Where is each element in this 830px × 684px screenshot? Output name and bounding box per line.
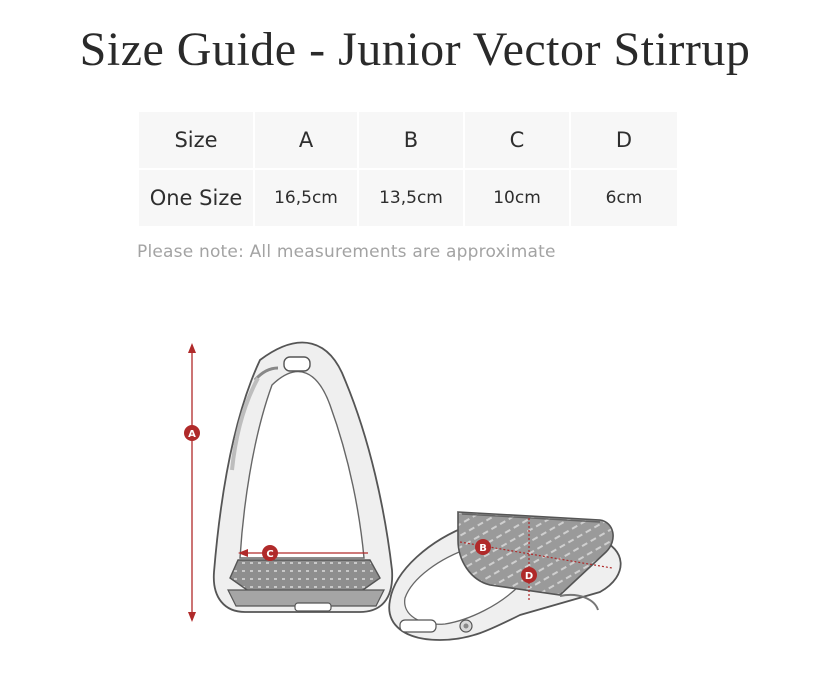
marker-b-label: B bbox=[479, 543, 487, 554]
measurement-c-line bbox=[238, 549, 368, 557]
table-cell: 6cm bbox=[571, 170, 677, 226]
marker-d-label: D bbox=[525, 571, 533, 582]
marker-c-label: C bbox=[266, 549, 273, 560]
marker-a-icon: A bbox=[184, 425, 200, 441]
stirrup-angled-illustration bbox=[388, 511, 622, 641]
table-header-row: Size A B C D bbox=[139, 112, 677, 168]
stirrup-front-illustration bbox=[212, 341, 393, 613]
table-header-cell: B bbox=[359, 112, 463, 168]
marker-a-label: A bbox=[188, 429, 196, 440]
page-title: Size Guide - Junior Vector Stirrup bbox=[79, 23, 751, 76]
table-header-cell: A bbox=[255, 112, 357, 168]
table-cell: 10cm bbox=[465, 170, 569, 226]
marker-d-icon: D bbox=[521, 567, 537, 583]
table-cell: 16,5cm bbox=[255, 170, 357, 226]
table-cell: One Size bbox=[139, 170, 253, 226]
measurement-note: Please note: All measurements are approx… bbox=[137, 242, 556, 262]
table-header-cell: C bbox=[465, 112, 569, 168]
table-row: One Size 16,5cm 13,5cm 10cm 6cm bbox=[139, 170, 677, 226]
marker-c-icon: C bbox=[262, 545, 278, 561]
table-header-cell: D bbox=[571, 112, 677, 168]
marker-b-icon: B bbox=[475, 539, 491, 555]
table-cell: 13,5cm bbox=[359, 170, 463, 226]
size-table: Size A B C D One Size 16,5cm 13,5cm 10cm… bbox=[137, 110, 679, 228]
measurement-a-line bbox=[188, 343, 196, 622]
table-header-cell: Size bbox=[139, 112, 253, 168]
